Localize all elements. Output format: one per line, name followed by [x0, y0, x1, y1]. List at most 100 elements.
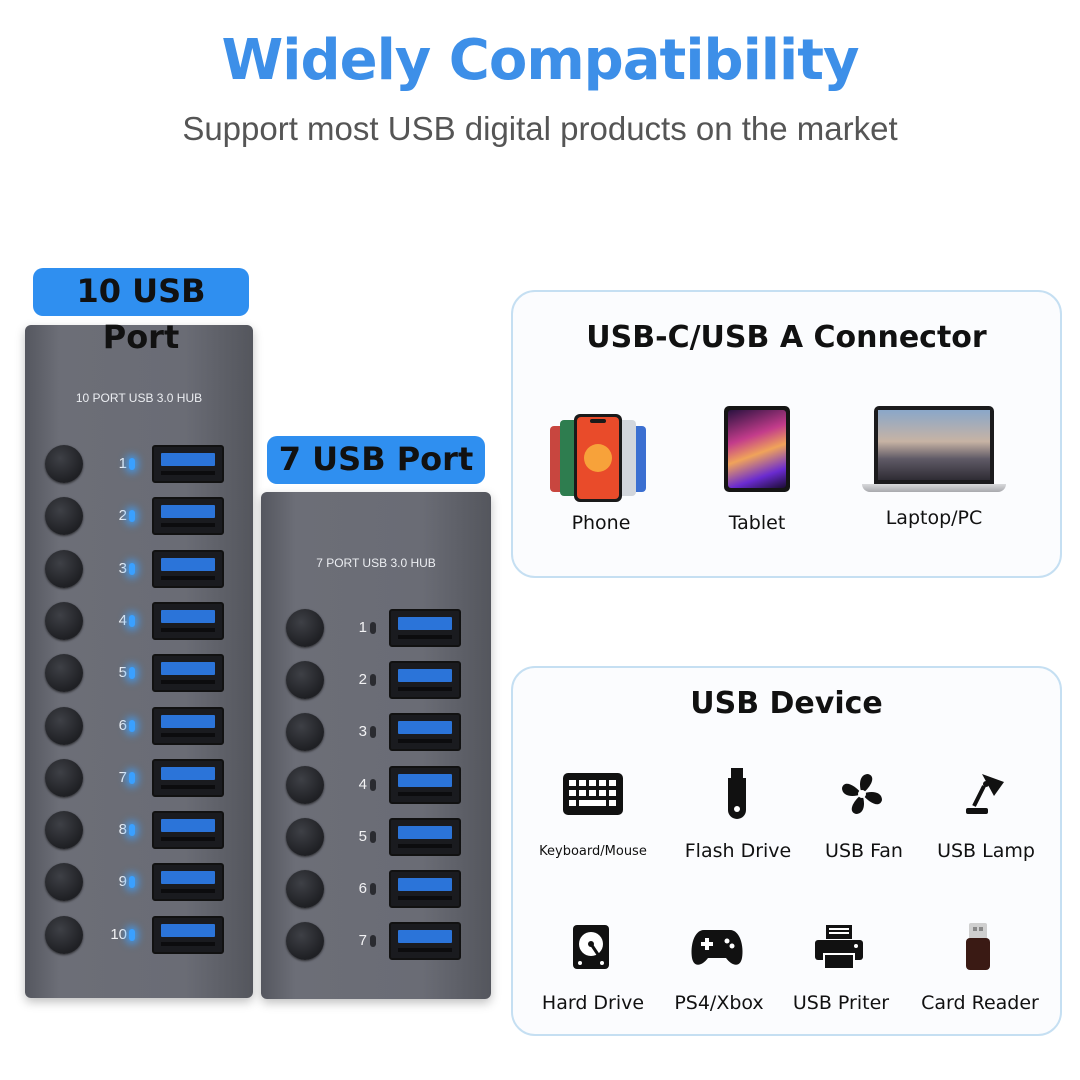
port-led [129, 771, 135, 784]
port-led [370, 622, 376, 634]
usb-device-card-title: USB Device [690, 686, 883, 721]
port-row: 10 [25, 915, 253, 955]
port-led [129, 876, 135, 889]
usb-port[interactable] [389, 765, 461, 804]
port-number: 7 [118, 768, 127, 786]
port-row: 7 [261, 921, 491, 961]
port-power-button[interactable] [45, 497, 83, 536]
usb-port[interactable] [152, 863, 224, 902]
device-label-tablet: Tablet [728, 512, 786, 534]
usb-port[interactable] [152, 654, 224, 693]
port-number: 1 [118, 455, 127, 472]
connector-card-title: USB-C/USB A Connector [586, 320, 987, 355]
port-power-button[interactable] [286, 870, 324, 908]
port-row: 3 [25, 549, 253, 589]
port-number: 7 [358, 932, 367, 950]
usb-port[interactable] [389, 713, 461, 752]
usb-port[interactable] [152, 811, 224, 850]
port-row: 5 [25, 653, 253, 693]
usb-device-card: USB Device [511, 666, 1062, 1036]
device-label-card-reader: Card Reader [921, 992, 1039, 1014]
port-led [129, 928, 135, 941]
port-number: 5 [118, 664, 127, 682]
port-led [370, 883, 376, 895]
port-led [370, 674, 376, 687]
device-label-usb-fan: USB Fan [825, 840, 903, 862]
port-row: 1 [261, 608, 491, 648]
port-power-button[interactable] [45, 758, 83, 797]
port-led [129, 667, 135, 680]
port-number: 2 [118, 507, 127, 525]
usb-port[interactable] [389, 870, 461, 908]
device-label-phone: Phone [571, 512, 631, 534]
flash-drive-icon [728, 768, 746, 819]
port-number: 3 [118, 559, 127, 577]
port-number: 4 [358, 775, 367, 793]
printer-icon [815, 925, 863, 970]
port-power-button[interactable] [45, 445, 83, 483]
usb-port[interactable] [152, 601, 224, 640]
port-power-button[interactable] [45, 863, 83, 902]
device-label-flash-drive: Flash Drive [684, 840, 792, 862]
port-number: 1 [358, 619, 367, 636]
port-row: 4 [261, 765, 491, 805]
usb-port[interactable] [389, 922, 461, 961]
usb-port[interactable] [152, 758, 224, 797]
port-led [370, 726, 376, 739]
port-number: 2 [358, 671, 367, 689]
port-row: 2 [25, 496, 253, 536]
port-row: 8 [25, 810, 253, 850]
port-number: 10 [110, 925, 127, 943]
port-row: 5 [261, 817, 491, 857]
port-led [370, 935, 376, 948]
port-power-button[interactable] [286, 817, 324, 856]
port-row: 1 [25, 444, 253, 484]
usb-port[interactable] [389, 609, 461, 647]
port-row: 6 [25, 706, 253, 746]
port-row: 2 [261, 660, 491, 700]
card-reader-icon [966, 923, 990, 970]
device-label-keyboard: Keyboard/Mouse [539, 844, 647, 859]
usb-port[interactable] [152, 915, 224, 954]
page-title: Widely Compatibility [221, 28, 860, 93]
port-led [370, 830, 376, 843]
port-power-button[interactable] [286, 765, 324, 804]
usb-port[interactable] [389, 817, 461, 856]
badge-7-port: 7 USB Port [267, 436, 485, 484]
hard-drive-icon [573, 925, 609, 969]
port-number: 9 [118, 873, 127, 891]
port-power-button[interactable] [45, 654, 83, 693]
port-number: 6 [118, 716, 127, 734]
port-power-button[interactable] [45, 915, 83, 954]
port-row: 3 [261, 712, 491, 752]
usb-port[interactable] [152, 549, 224, 588]
port-power-button[interactable] [286, 922, 324, 961]
port-power-button[interactable] [286, 609, 324, 647]
port-power-button[interactable] [45, 706, 83, 745]
keyboard-icon [563, 773, 623, 815]
hub-7-label: 7 PORT USB 3.0 HUB [316, 556, 436, 570]
hub-10-label: 10 PORT USB 3.0 HUB [75, 391, 203, 405]
port-power-button[interactable] [286, 661, 324, 700]
device-label-hard-drive: Hard Drive [541, 992, 645, 1014]
lamp-icon [966, 774, 1004, 814]
port-led [370, 778, 376, 791]
port-row: 7 [25, 758, 253, 798]
fan-icon [842, 774, 882, 814]
usb-port[interactable] [152, 497, 224, 536]
port-power-button[interactable] [45, 601, 83, 640]
port-number: 5 [358, 827, 367, 845]
port-led [129, 562, 135, 575]
laptop-icon [862, 406, 1006, 492]
usb-port[interactable] [152, 445, 224, 483]
port-power-button[interactable] [45, 811, 83, 850]
gamepad-icon [691, 930, 743, 965]
port-power-button[interactable] [286, 713, 324, 752]
usb-port[interactable] [389, 661, 461, 700]
usb-port[interactable] [152, 706, 224, 745]
device-label-laptop: Laptop/PC [885, 507, 983, 529]
port-power-button[interactable] [45, 549, 83, 588]
tablet-icon [724, 406, 790, 492]
device-label-usb-printer: USB Priter [792, 992, 890, 1014]
